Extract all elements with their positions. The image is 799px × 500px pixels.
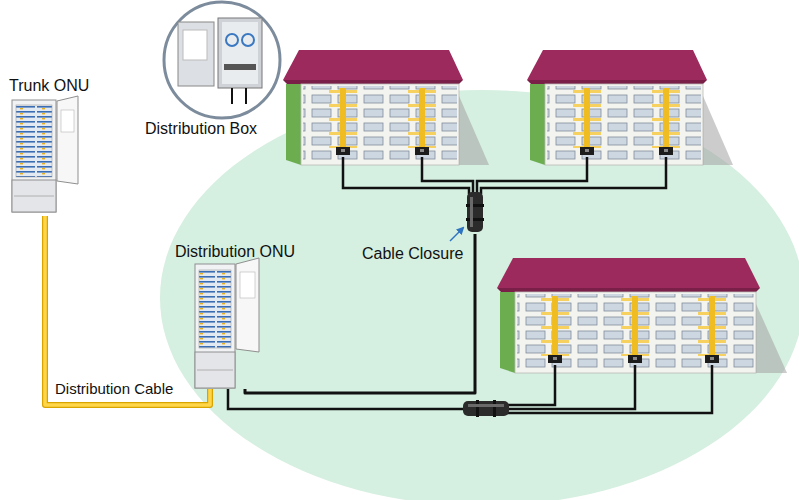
- cabinet-base: [12, 180, 56, 212]
- eave: [497, 288, 760, 292]
- riser-cable: [580, 88, 594, 155]
- patch-panel: [16, 105, 52, 177]
- closure-highlight: [470, 197, 473, 227]
- closure-band: [493, 400, 496, 417]
- node-label: Distribution ONU: [175, 242, 295, 261]
- cabinet-node: Distribution ONU: [172, 242, 308, 389]
- port-row: [224, 64, 256, 70]
- cable-closure-bottom: [463, 400, 509, 417]
- cable-label: Distribution Cable: [55, 379, 173, 398]
- drop-cable: [343, 157, 469, 194]
- closure-band: [466, 204, 484, 207]
- building-body: [283, 50, 489, 165]
- door-sheet: [240, 272, 255, 298]
- riser-cable: [548, 296, 562, 363]
- cabinet-body: [12, 100, 56, 212]
- fiber-spool: [242, 34, 254, 46]
- base-line: [14, 196, 54, 197]
- closure-body: [467, 192, 483, 232]
- riser-cable: [705, 296, 719, 363]
- riser-cable: [415, 88, 429, 155]
- side-wall: [500, 292, 515, 373]
- node-label: Trunk ONU: [9, 76, 89, 95]
- patch-panel: [199, 270, 231, 348]
- cabinet-body: [195, 264, 235, 388]
- building: [497, 258, 787, 373]
- inset-node: Distribution Box: [142, 0, 292, 140]
- drop-cable: [422, 157, 473, 194]
- drop-cable: [507, 365, 712, 413]
- box-cable: [245, 88, 247, 104]
- distribution-cabinet: [195, 258, 259, 388]
- distribution-box-inset: [164, 2, 280, 118]
- cabinet-base: [195, 352, 235, 388]
- cabinet-door: [57, 96, 78, 184]
- building-body: [527, 50, 733, 165]
- box-body: [218, 18, 262, 88]
- riser-cable: [628, 296, 642, 363]
- closure-band: [466, 218, 484, 221]
- drop-cable: [481, 157, 666, 194]
- riser-cable: [659, 88, 673, 155]
- building: [527, 50, 733, 165]
- cabinet-door: [236, 258, 259, 352]
- drop-cables: [228, 157, 712, 413]
- box-cable: [231, 88, 233, 104]
- node-label: Distribution Box: [145, 119, 257, 138]
- door-sheet: [183, 30, 207, 60]
- closure-node: Cable Closure: [466, 190, 484, 234]
- node-label: Cable Closure: [362, 244, 463, 263]
- trunk-cabinet: [12, 96, 78, 212]
- riser-cable: [336, 88, 350, 155]
- shadow: [756, 304, 787, 373]
- base-line: [197, 370, 233, 371]
- cabinet-node: Trunk ONU: [6, 76, 93, 216]
- building: [283, 50, 489, 165]
- drop-cable: [507, 365, 555, 405]
- drop-cable: [507, 365, 635, 409]
- roof: [497, 258, 760, 288]
- inset-circle: [164, 2, 280, 118]
- door-sheet: [61, 110, 74, 132]
- fiber-spool: [226, 34, 238, 46]
- box-inner: [222, 22, 258, 84]
- facade: [515, 292, 756, 373]
- closure-highlight: [468, 404, 504, 407]
- closure-band: [476, 400, 479, 417]
- leader-arrow: [450, 228, 463, 241]
- windows: [517, 294, 754, 371]
- closure-body: [463, 401, 509, 416]
- cable-closure-top: [466, 192, 484, 232]
- box-door: [178, 22, 214, 86]
